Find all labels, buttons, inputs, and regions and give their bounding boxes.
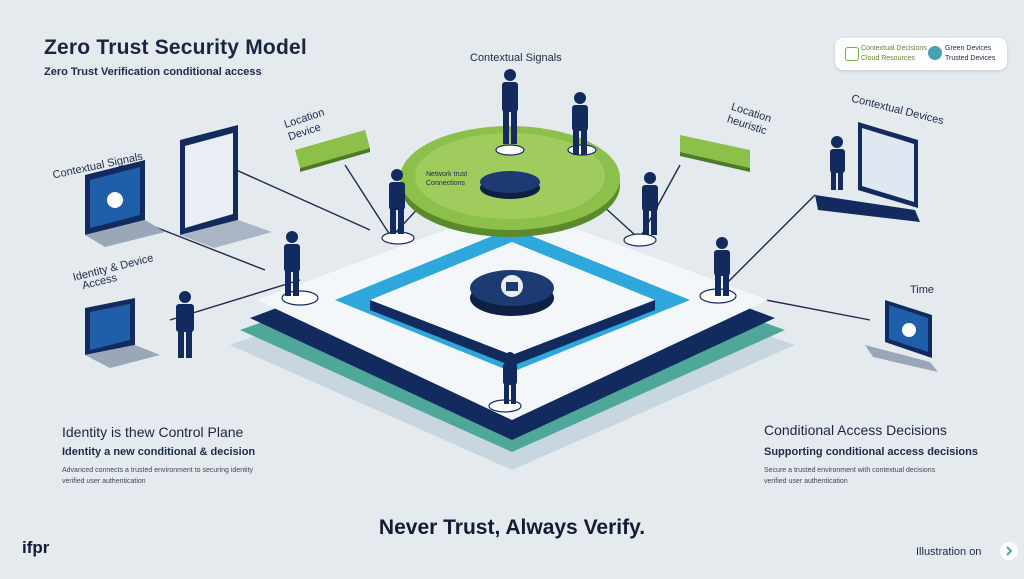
green-device-left <box>295 130 370 172</box>
tablet-left <box>180 125 272 248</box>
legend-item1-line1: Contextual Decisions <box>861 45 927 52</box>
label-contextual-signals-top: Contextual Signals <box>470 52 562 64</box>
label-hub-1: Network trust <box>426 171 468 178</box>
label-hub-2: Connections <box>426 180 465 187</box>
legend-item2-line2: Trusted Devices <box>945 55 996 62</box>
legend-teal-icon <box>928 46 942 60</box>
legend-item2-line1: Green Devices <box>945 45 992 52</box>
label-time: Time <box>910 284 935 296</box>
tagline: Never Trust, Always Verify. <box>378 516 646 539</box>
legend-box: Contextual Decisions Cloud Resources Gre… <box>835 38 1007 70</box>
disc-hub <box>480 171 540 193</box>
bottom-right-desc-1: Secure a trusted environment with contex… <box>764 467 936 474</box>
legend-item1-line2: Cloud Resources <box>861 55 915 62</box>
node-discs <box>281 144 737 413</box>
credit-text: Illustration on <box>916 546 982 558</box>
bottom-right-title: Conditional Access Decisions <box>764 422 947 438</box>
next-button[interactable] <box>1000 542 1018 560</box>
laptop-left-bottom <box>85 298 160 368</box>
bottom-left-subtitle: Identity a new conditional & decision <box>62 446 256 458</box>
monitor-right <box>815 122 920 222</box>
page-title: Zero Trust Security Model <box>44 36 307 59</box>
bottom-left-title: Identity is thew Control Plane <box>62 424 244 440</box>
page-subtitle: Zero Trust Verification conditional acce… <box>44 66 262 78</box>
bottom-right-subtitle: Supporting conditional access decisions <box>764 446 978 458</box>
chevron-right-icon <box>1006 546 1013 556</box>
green-device-right <box>680 135 750 172</box>
bottom-right-desc-2: verified user authentication <box>764 478 848 485</box>
bottom-left-desc-2: verified user authentication <box>62 478 146 485</box>
people <box>176 69 845 404</box>
bottom-left-desc-1: Advanced connects a trusted environment … <box>62 467 254 474</box>
laptop-right-bottom <box>865 300 938 372</box>
logo: ifpr <box>22 538 50 557</box>
lock-icon-body <box>506 282 518 291</box>
legend-green-icon <box>845 47 859 61</box>
laptop-left-top <box>85 160 165 247</box>
